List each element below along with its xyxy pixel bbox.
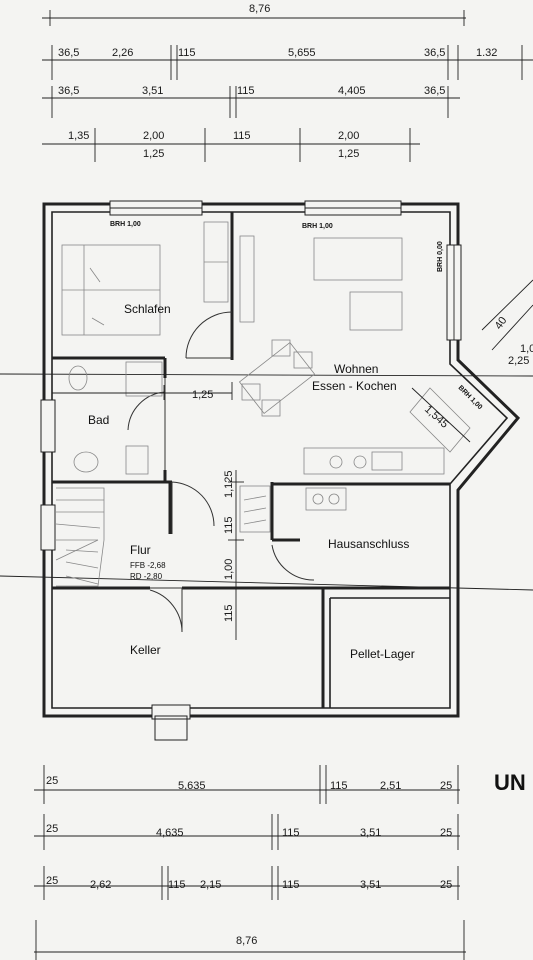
flur-ffb-label: FFB -2,68 bbox=[130, 561, 166, 570]
interior-walls bbox=[52, 212, 450, 708]
dim-row3-d: 2,00 bbox=[338, 130, 359, 142]
flur-rd-label: RD -2,80 bbox=[130, 572, 163, 581]
bdim-row2-c: 115 bbox=[282, 827, 300, 839]
dim-bad-width: 1,25 bbox=[192, 389, 213, 401]
side-dimensions: 40 1,0 2,25 bbox=[481, 279, 533, 367]
dim-row2-d: 4,405 bbox=[338, 85, 366, 97]
side-dim-b: 1,0 bbox=[520, 343, 533, 355]
room-label-schlafen: Schlafen bbox=[124, 302, 171, 316]
room-label-essen-kochen: Essen - Kochen bbox=[312, 379, 397, 393]
doors bbox=[127, 311, 315, 633]
bdim-overall: 8,76 bbox=[236, 935, 257, 947]
dim-row3-b: 2,00 bbox=[143, 130, 164, 142]
dim-overall-top: 8,76 bbox=[249, 3, 270, 15]
section-line-upper bbox=[0, 373, 533, 377]
dim-row2-e: 36,5 bbox=[424, 85, 445, 97]
dim-row2-a: 36,5 bbox=[58, 85, 79, 97]
interior-dimensions bbox=[52, 382, 471, 640]
bdim-row3-a: 25 bbox=[46, 875, 58, 887]
dim-row3-a: 1,35 bbox=[68, 130, 89, 142]
dim-row1-e: 36,5 bbox=[424, 47, 445, 59]
top-dimensions: 8,76 36,5 2,26 115 5,655 36,5 1.32 36,5 … bbox=[42, 3, 533, 162]
bdim-row1-d: 2,51 bbox=[380, 780, 401, 792]
dim-row1-a: 36,5 bbox=[58, 47, 79, 59]
dim-flur-v4: 115 bbox=[223, 604, 235, 622]
bdim-row3-f: 3,51 bbox=[360, 879, 381, 891]
outer-walls bbox=[42, 202, 521, 718]
dim-corner-diag: 1,545 bbox=[422, 403, 450, 430]
side-dim-a: 40 bbox=[493, 315, 510, 332]
bdim-row2-b: 4,635 bbox=[156, 827, 184, 839]
brh-label-1: BRH 1,00 bbox=[110, 221, 141, 228]
dim-row3-e: 1,25 bbox=[143, 148, 164, 160]
bdim-row3-d: 2,15 bbox=[200, 879, 221, 891]
dim-flur-v3: 1,00 bbox=[223, 559, 235, 580]
dim-row2-b: 3,51 bbox=[142, 85, 163, 97]
room-label-bad: Bad bbox=[88, 413, 109, 427]
bdim-row3-b: 2,62 bbox=[90, 879, 111, 891]
windows bbox=[40, 200, 462, 741]
side-dim-c: 2,25 bbox=[508, 355, 529, 367]
dim-row1-d: 5,655 bbox=[288, 47, 316, 59]
dim-row2-c: 115 bbox=[237, 85, 255, 97]
bdim-row2-a: 25 bbox=[46, 823, 58, 835]
dim-flur-v2: 115 bbox=[223, 516, 235, 534]
dim-row1-f: 1.32 bbox=[476, 47, 497, 59]
room-label-flur: Flur bbox=[130, 543, 151, 557]
bdim-row2-e: 25 bbox=[440, 827, 452, 839]
dim-row1-b: 2,26 bbox=[112, 47, 133, 59]
plan-title-fragment: UN bbox=[494, 770, 526, 795]
bdim-row1-c: 115 bbox=[330, 780, 348, 792]
room-label-keller: Keller bbox=[130, 643, 161, 657]
dim-flur-v1: 1,125 bbox=[223, 470, 235, 498]
brh-label-4: BRH 1,00 bbox=[457, 384, 484, 411]
dim-row3-c: 115 bbox=[233, 130, 251, 142]
bdim-row1-b: 5,635 bbox=[178, 780, 206, 792]
bdim-row1-e: 25 bbox=[440, 780, 452, 792]
room-label-wohnen: Wohnen bbox=[334, 362, 378, 376]
bdim-row2-d: 3,51 bbox=[360, 827, 381, 839]
bdim-row3-c: 115 bbox=[168, 879, 186, 891]
dim-row1-c: 115 bbox=[178, 47, 196, 59]
brh-label-2: BRH 1,00 bbox=[302, 223, 333, 230]
furniture bbox=[55, 221, 471, 587]
bdim-row3-e: 115 bbox=[282, 879, 300, 891]
brh-label-3: BRH 0,00 bbox=[437, 241, 444, 272]
bdim-row1-a: 25 bbox=[46, 775, 58, 787]
dim-row3-f: 1,25 bbox=[338, 148, 359, 160]
bottom-dimensions: 25 5,635 115 2,51 25 25 4,635 115 3,51 2… bbox=[34, 765, 466, 960]
room-label-hausanschluss: Hausanschluss bbox=[328, 537, 409, 551]
bdim-row3-g: 25 bbox=[440, 879, 452, 891]
room-label-pellet-lager: Pellet-Lager bbox=[350, 647, 415, 661]
